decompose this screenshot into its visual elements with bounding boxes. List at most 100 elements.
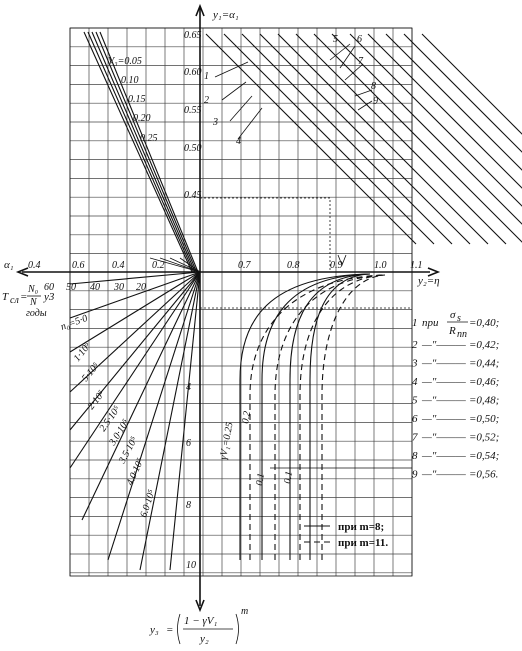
legend-row-num: 8 (412, 450, 418, 462)
vs-label: V₃=0.05 (108, 56, 142, 67)
y3-curve-dashed (299, 274, 386, 560)
y3-curve-solid (309, 273, 371, 560)
legend-row-num: 3 (411, 358, 418, 370)
right-tick-label: 0.8 (287, 260, 300, 271)
fan-line (159, 257, 201, 273)
eta-diagonal (421, 33, 522, 135)
bottom-tick-label: 4 (186, 382, 191, 393)
n0-ray (107, 271, 201, 561)
leader-line (229, 95, 253, 122)
bottom-formula-lhs: y₃ (149, 624, 159, 636)
legend-row-ditto: —"——— (421, 469, 466, 481)
eta-diagonal (403, 33, 522, 153)
right-tick-label: 0.7 (238, 260, 252, 271)
left-lower-tick-label: 50 (66, 282, 76, 293)
arrow-right (427, 267, 441, 277)
y3-curve-solid (261, 273, 371, 560)
ray-label: 5·10⁵ (80, 360, 102, 384)
family-label: 4 (236, 136, 241, 147)
life-formula-unit: годы (26, 308, 47, 319)
fan-line (179, 257, 201, 273)
family-label: 6 (357, 34, 362, 45)
gv-label: 0.1 (282, 470, 295, 484)
legend-row-ditto: —"——— (421, 376, 466, 388)
left-lower-tick-label: 30 (113, 282, 124, 293)
eta-diagonal (349, 33, 522, 207)
bottom-formula-paren-left (177, 613, 181, 645)
bottom-formula-exp: m (241, 606, 248, 617)
ray-label: 1·10⁵ (72, 340, 94, 364)
left-tick-label: 0.6 (72, 260, 85, 271)
n0-ray (139, 271, 201, 571)
n0-ray (69, 271, 201, 431)
vs-line (99, 31, 199, 273)
n0-ray (69, 271, 201, 469)
right-axis-label: y₂=η (417, 275, 440, 287)
legend-row-ditto: —"——— (421, 450, 466, 462)
legend-row-num: 6 (412, 413, 418, 425)
n0-ray (69, 271, 201, 393)
leader-line (339, 45, 356, 69)
left-tick-label: 0.4 (28, 260, 41, 271)
leader-line (237, 107, 263, 140)
right-tick-label: 1.0 (374, 260, 387, 271)
n0-ray (69, 271, 201, 353)
top-tick-label: 0.55 (184, 105, 202, 116)
legend-row-num: 4 (412, 376, 418, 388)
legend-row-num: 5 (412, 395, 418, 407)
n0-ray (169, 271, 201, 571)
top-tick-label: 0.60 (184, 67, 202, 78)
life-formula-lhs: T (2, 291, 9, 303)
eta-diagonal (385, 33, 522, 171)
family-label: 9 (373, 96, 378, 107)
legend-row-value: =0,52; (469, 432, 499, 444)
legend-row-pre: при (422, 317, 439, 329)
legend-row-value: =0,54; (469, 450, 499, 462)
marker-arrow (337, 254, 347, 267)
family-label: 5 (333, 34, 338, 45)
bottom-formula-eq: = (166, 624, 173, 636)
bottom-formula-num: 1 − γV₁ (184, 615, 217, 627)
vs-line (91, 31, 196, 273)
vs-label: 0.10 (121, 75, 139, 86)
right-tick-label: 1.1 (410, 260, 423, 271)
y3-curve-dashed (274, 274, 386, 560)
bottom-formula-paren-right (235, 613, 239, 645)
y3-curve-solid (239, 273, 371, 560)
eta-diagonal (331, 33, 522, 225)
vs-label: 0.25 (140, 133, 158, 144)
bottom-formula-den: y₂ (199, 633, 209, 645)
family-label: 3 (212, 117, 218, 128)
bottom-tick-label: 6 (186, 438, 191, 449)
family-label: 2 (204, 95, 209, 106)
vs-line (87, 31, 195, 273)
gv-label: 0.1 (254, 472, 267, 486)
arrow-down (195, 599, 205, 613)
legend-row-ditto: —"——— (421, 358, 466, 370)
gv-label: 0.2 (240, 410, 253, 424)
eta-diagonal (223, 33, 435, 245)
legend-row-value: =0,44; (469, 358, 499, 370)
top-tick-label: 0.45 (184, 190, 202, 201)
n0-ray (81, 271, 201, 521)
eta-diagonal (295, 33, 507, 245)
legend-row-value: =0,56. (469, 469, 498, 481)
top-tick-label: 0.65 (184, 30, 202, 41)
y3-curve-dashed (249, 274, 386, 560)
leader-line (214, 61, 249, 78)
top-axis-label: y₁=α₁ (212, 9, 239, 21)
reference-dashed (200, 197, 331, 272)
legend-style-label: при m=11. (338, 537, 388, 549)
legend-row-ditto: —"——— (421, 339, 466, 351)
grid-layer (15, 3, 441, 613)
left-lower-tick-label: 20 (136, 282, 146, 293)
right-tick-label: 0.9 (330, 260, 343, 271)
bottom-tick-label: 8 (186, 500, 191, 511)
bottom-tick-label: 10 (186, 560, 196, 571)
y3-curve-dashed (321, 274, 386, 560)
vs-line (83, 31, 193, 273)
legend-row-ditto: —"——— (421, 395, 466, 407)
legend-row-value: =0,40; (469, 317, 499, 329)
legend-row-num: 2 (412, 339, 418, 351)
